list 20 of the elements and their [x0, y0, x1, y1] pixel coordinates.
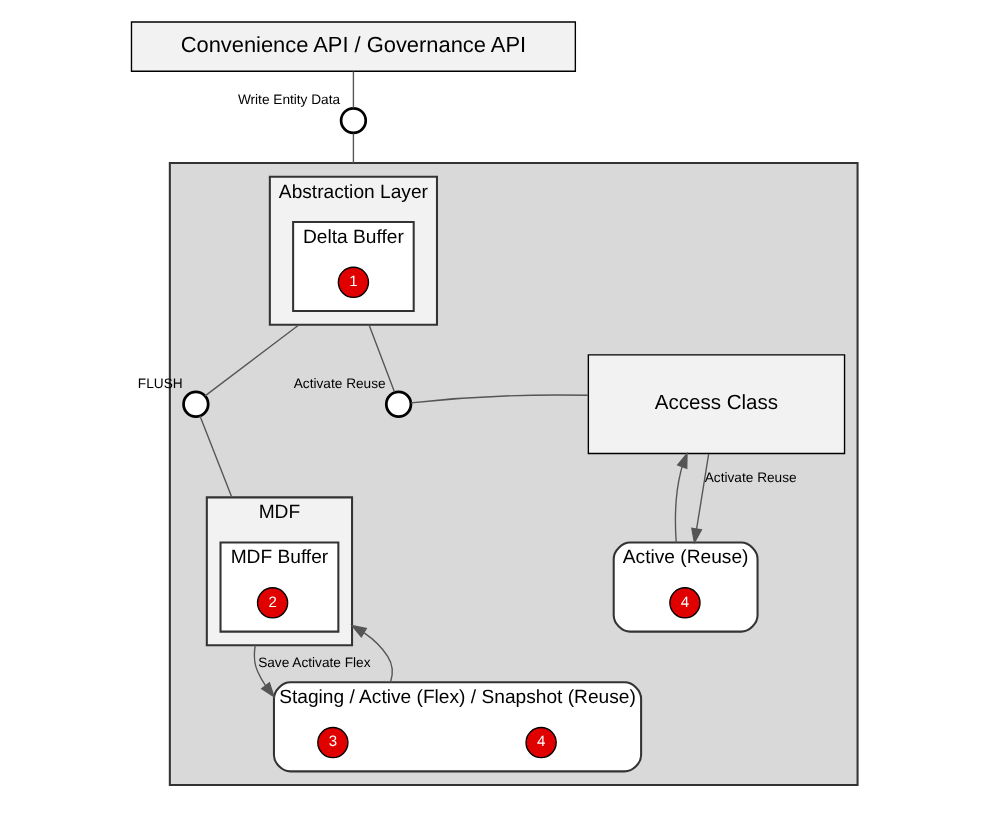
node-circle: 4	[668, 587, 700, 619]
node-box: Access Class	[586, 354, 845, 455]
node-circle: 4	[524, 726, 556, 759]
arrow	[690, 453, 709, 545]
connector	[409, 394, 588, 404]
arrow	[673, 451, 687, 544]
connector	[351, 70, 354, 109]
arrow	[349, 624, 392, 683]
connector	[198, 415, 232, 499]
node-circle	[181, 390, 209, 418]
node-circle: 1	[336, 266, 369, 299]
arrow	[252, 644, 275, 699]
connector	[203, 324, 299, 397]
node-circle: 3	[316, 726, 348, 759]
node-box: Convenience API / Governance API	[129, 21, 576, 72]
connector	[367, 324, 395, 393]
node-circle	[383, 390, 412, 418]
node-circle	[338, 106, 367, 135]
connector	[351, 132, 354, 164]
node-circle: 2	[255, 587, 288, 619]
